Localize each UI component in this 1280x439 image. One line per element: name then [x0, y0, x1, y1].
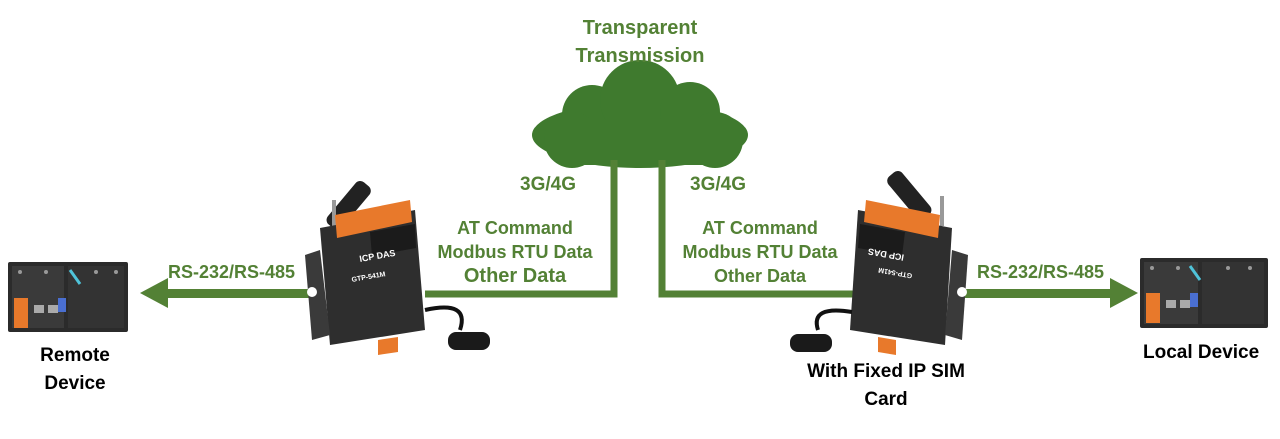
local-device-caption: Local Device — [1143, 342, 1260, 363]
right-data-line3: Other Data — [713, 266, 807, 286]
cloud-title: Transparent Transmission — [560, 14, 720, 70]
right-data-line2: Modbus RTU Data — [682, 242, 838, 262]
right-network-label: 3G/4G — [690, 174, 746, 195]
left-serial-arrow — [140, 278, 313, 308]
left-data-line2: Modbus RTU Data — [437, 242, 593, 262]
left-serial-label: RS-232/RS-485 — [168, 262, 296, 282]
right-data-labels: AT Command Modbus RTU Data Other Data — [675, 216, 845, 288]
right-network-line — [658, 160, 855, 298]
left-data-line3: Other Data — [463, 265, 567, 287]
remote-device-caption: Remote Device — [10, 342, 140, 398]
remote-device-line2: Device — [44, 373, 106, 394]
right-serial-arrow — [965, 278, 1138, 308]
left-data-labels: AT Command Modbus RTU Data Other Data — [430, 216, 600, 288]
left-network-line — [425, 160, 618, 298]
left-gateway-icon — [305, 180, 490, 355]
cloud-icon — [532, 60, 748, 168]
local-device-icon — [1140, 258, 1268, 328]
left-network-label: 3G/4G — [520, 174, 576, 195]
remote-device-line1: Remote — [40, 345, 110, 366]
left-data-line1: AT Command — [457, 218, 573, 238]
cloud-title-line1: Transparent — [582, 17, 698, 39]
right-data-line1: AT Command — [702, 218, 818, 238]
sim-card-line2: Card — [864, 389, 908, 410]
sim-card-caption: With Fixed IP SIM Card — [780, 358, 992, 414]
sim-card-line1: With Fixed IP SIM — [807, 361, 965, 382]
right-serial-label: RS-232/RS-485 — [977, 262, 1105, 282]
cloud-title-line2: Transmission — [575, 45, 705, 67]
remote-device-icon — [8, 262, 128, 332]
right-gateway-icon — [790, 170, 968, 355]
